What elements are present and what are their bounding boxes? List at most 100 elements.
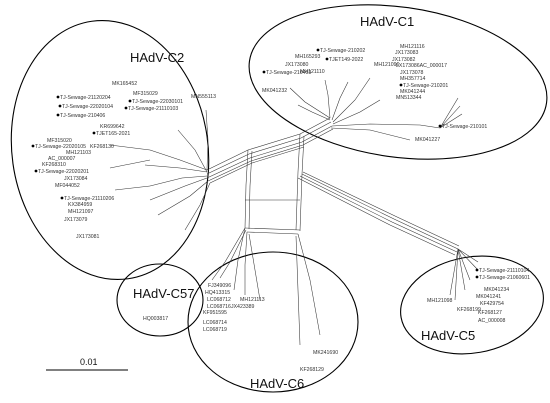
sewage-marker-icon (262, 70, 266, 74)
clade-title-c5: HAdV-C5 (421, 328, 475, 343)
taxon-label: HQ003817 (143, 316, 168, 322)
taxon-label: AC_000008 (478, 318, 506, 324)
taxon-label: MK041234 (484, 287, 509, 293)
taxon-label: FJ349096 (208, 283, 231, 289)
taxon-label: TJ-Sewage-21110206 (64, 196, 114, 202)
taxon-label: LC068719 (203, 327, 227, 333)
c5-labels: TJ-Sewage-21110104 TJ-Sewage-21060601 MK… (427, 268, 530, 324)
taxon-label: AC_000007 (48, 156, 76, 162)
taxon-label: MF315029 (133, 91, 158, 97)
taxon-label: TJ-Sewage-22020201 (38, 169, 89, 175)
taxon-label: LC068712 (207, 297, 231, 303)
taxon-label: KF268130 (90, 144, 114, 150)
taxon-label: HQ413315 (205, 290, 230, 296)
taxon-label: MH121116 (400, 44, 425, 50)
taxon-label: KR699642 (100, 124, 125, 130)
taxon-label: MK041244 (400, 89, 425, 95)
taxon-label: JX173084 (64, 176, 87, 182)
taxon-label: KF951595 (203, 310, 227, 316)
taxon-label: KF268127 (478, 310, 502, 316)
sewage-marker-icon (58, 104, 62, 108)
taxon-label: TJ-Sewage-210202 (320, 48, 365, 54)
scale-bar: 0.01 (46, 357, 128, 371)
sewage-marker-icon (316, 48, 320, 52)
sewage-marker-icon (92, 131, 96, 135)
taxon-label: KF268310 (42, 162, 66, 168)
taxon-label: JX173081 (76, 234, 99, 240)
taxon-label: MK041241 (476, 294, 501, 300)
sewage-marker-icon (56, 113, 60, 117)
taxon-label: JX173082 (392, 57, 415, 63)
taxon-label: JX423389 (231, 304, 254, 310)
taxon-label: MH121096 (374, 62, 399, 68)
taxon-label: TJ-Sewage-21110103 (128, 106, 178, 112)
taxon-label: LX173086AC_000017 (396, 63, 447, 69)
clade-title-c6: HAdV-C6 (250, 376, 304, 391)
taxon-label: MH121097 (68, 209, 93, 215)
taxon-label: MH165293 (295, 54, 320, 60)
taxon-label: TJ-Sewage-22020104 (62, 104, 113, 110)
sewage-marker-icon (56, 95, 60, 99)
clade-ellipse-c1 (248, 4, 548, 160)
taxon-label: MH121103 (66, 150, 91, 156)
taxon-label: TJ-Sewage-22020105 (35, 144, 86, 150)
sewage-marker-icon (475, 275, 479, 279)
taxon-label: LC068714 (203, 320, 227, 326)
clade-title-c1: HAdV-C1 (360, 14, 414, 29)
taxon-label: MK165452 (112, 81, 137, 87)
clade-ellipse-c5 (400, 255, 544, 355)
sewage-marker-icon (438, 124, 442, 128)
taxon-label: MK241690 (313, 350, 338, 356)
taxon-label: MH121110 (300, 69, 325, 75)
c57-labels: HQ003817 (143, 316, 168, 322)
clade-ellipse-c57 (116, 263, 204, 337)
taxon-label: MH121113 (240, 297, 265, 303)
taxon-label: MF044052 (55, 183, 80, 189)
scale-bar-label: 0.01 (80, 357, 98, 367)
taxon-label: MK041227 (415, 137, 440, 143)
taxon-label: JX173079 (64, 217, 87, 223)
sewage-marker-icon (124, 106, 128, 110)
c6-labels: FJ349096 HQ413315 LC068712 MH121113 LC06… (203, 283, 338, 373)
taxon-label: TJ-Sewage-21060601 (479, 275, 530, 281)
sewage-marker-icon (128, 99, 132, 103)
network-edges (109, 77, 479, 346)
clade-title-c2: HAdV-C2 (130, 50, 184, 65)
clade-title-c57: HAdV-C57 (133, 286, 194, 301)
taxon-label: MF315020 (47, 138, 72, 144)
taxon-label: KX384959 (68, 202, 92, 208)
taxon-label: MK041232 (262, 88, 287, 94)
sewage-marker-icon (475, 268, 479, 272)
taxon-label: TJ-Sewage-210403 (266, 70, 311, 76)
clade-ellipse-c2 (10, 19, 210, 281)
taxon-label: MH121098 (427, 298, 452, 304)
taxon-label: JX173083 (395, 50, 418, 56)
taxon-label: MN513344 (396, 95, 421, 101)
taxon-label: TJ-Sewage-21120204 (60, 95, 111, 101)
taxon-label: KF268129 (300, 367, 324, 373)
sewage-marker-icon (60, 196, 64, 200)
taxon-label: KF268199 (457, 307, 481, 313)
clade-ellipse-c6 (187, 251, 359, 393)
sewage-marker-icon (399, 83, 403, 87)
taxon-label: KF429754 (480, 301, 504, 307)
c1-labels: MH121116 JX173083 TJ-Sewage-210202 MH165… (191, 44, 487, 143)
c2-labels: MK165452 MF315029 TJ-Sewage-21120204 TJ-… (31, 81, 183, 240)
sewage-marker-icon (31, 144, 35, 148)
taxon-label: TJ-Sewage-22030101 (132, 99, 183, 105)
taxon-label: LC068716 (207, 304, 231, 310)
taxon-label: TJ-Sewage-21110104 (479, 268, 529, 274)
taxon-label: MN555113 (191, 94, 216, 100)
taxon-label: MH357714 (400, 76, 425, 82)
taxon-label: JX173080 (285, 62, 308, 68)
taxon-label: JX173078 (400, 70, 423, 76)
taxon-label: TJ-Sewage-210406 (60, 113, 105, 119)
taxon-label: TJ-Sewage-210101 (442, 124, 487, 130)
taxon-label: TJET165-2021 (96, 131, 130, 137)
taxon-label: TJ-Sewage-210201 (403, 83, 448, 89)
sewage-marker-icon (325, 57, 329, 61)
taxon-label: TJET149-2022 (329, 57, 363, 63)
sewage-marker-icon (34, 169, 38, 173)
